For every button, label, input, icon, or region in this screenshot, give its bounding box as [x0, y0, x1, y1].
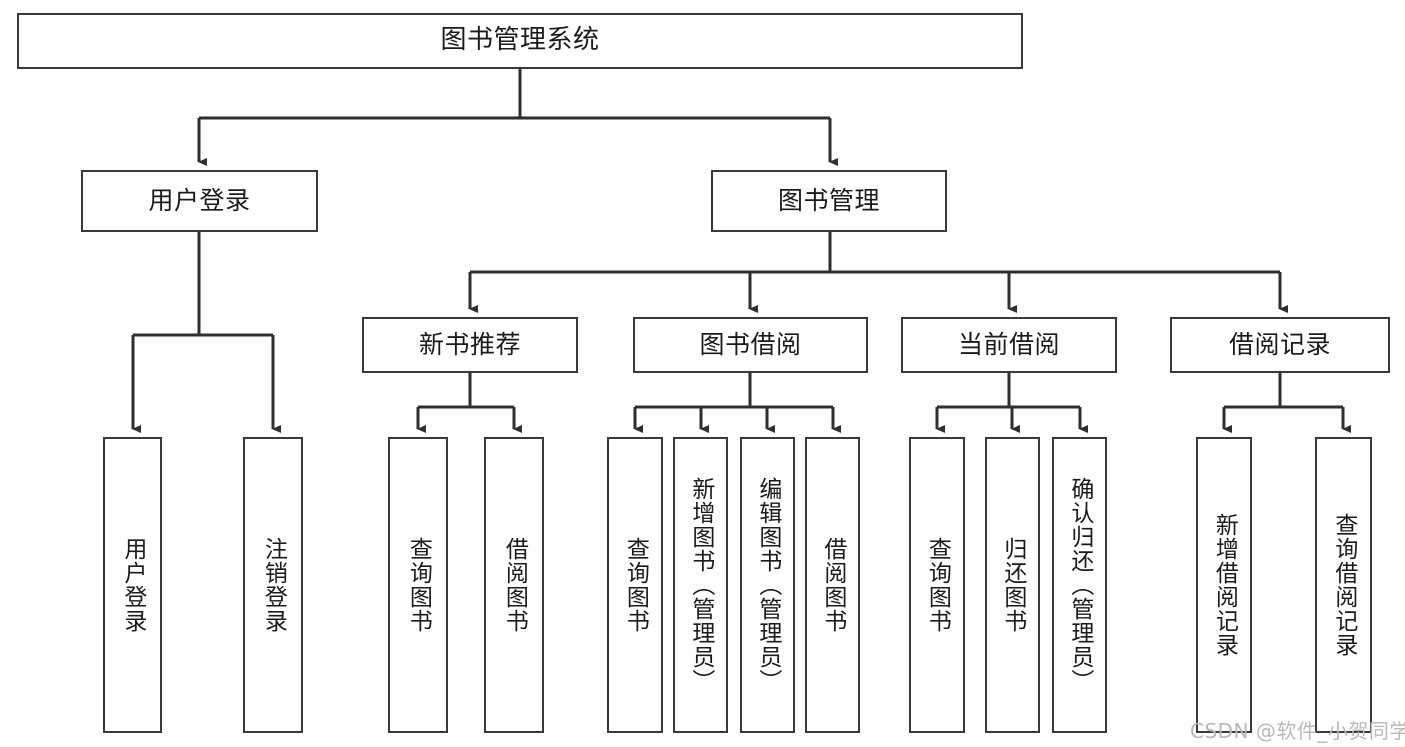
leaf-label: 借阅图书 — [501, 537, 528, 633]
leaf-label: 查询图书 — [924, 537, 951, 633]
node-leaf-query-book-rec[interactable]: 查询图书 — [388, 437, 448, 733]
node-root[interactable]: 图书管理系统 — [17, 13, 1023, 69]
node-leaf-logout[interactable]: 注销登录 — [243, 437, 303, 733]
node-leaf-return-book[interactable]: 归还图书 — [985, 437, 1040, 733]
node-leaf-borrow-book-rec[interactable]: 借阅图书 — [484, 437, 544, 733]
node-leaf-query-book-cur[interactable]: 查询图书 — [909, 437, 965, 733]
node-leaf-confirm-return[interactable]: 确认归还（管理员） — [1052, 437, 1107, 733]
node-leaf-edit-book[interactable]: 编辑图书（管理员） — [740, 437, 795, 733]
node-book-manage[interactable]: 图书管理 — [711, 170, 947, 232]
leaf-label: 新增图书（管理员） — [687, 477, 714, 693]
node-leaf-query-record[interactable]: 查询借阅记录 — [1315, 437, 1372, 733]
node-leaf-add-book[interactable]: 新增图书（管理员） — [673, 437, 728, 733]
leaf-label: 注销登录 — [260, 537, 287, 633]
node-leaf-query-book-borrow[interactable]: 查询图书 — [607, 437, 663, 733]
node-current-borrow[interactable]: 当前借阅 — [901, 317, 1117, 373]
leaf-label: 编辑图书（管理员） — [754, 477, 781, 693]
node-leaf-borrow-book[interactable]: 借阅图书 — [805, 437, 860, 733]
leaf-label: 查询图书 — [622, 537, 649, 633]
leaf-label: 查询借阅记录 — [1330, 513, 1357, 657]
leaf-label: 确认归还（管理员） — [1066, 477, 1093, 693]
leaf-label: 归还图书 — [999, 537, 1026, 633]
node-new-book-recommend[interactable]: 新书推荐 — [362, 317, 578, 373]
leaf-label: 查询图书 — [405, 537, 432, 633]
node-leaf-user-login[interactable]: 用户登录 — [103, 437, 162, 733]
node-borrow-record[interactable]: 借阅记录 — [1170, 317, 1390, 373]
leaf-label: 借阅图书 — [819, 537, 846, 633]
node-user-login[interactable]: 用户登录 — [81, 170, 318, 232]
leaf-label: 用户登录 — [119, 537, 146, 633]
node-leaf-add-record[interactable]: 新增借阅记录 — [1196, 437, 1252, 733]
node-book-borrow[interactable]: 图书借阅 — [633, 317, 868, 373]
csdn-watermark: CSDN @软件_小贺同学 — [1190, 719, 1405, 743]
leaf-label: 新增借阅记录 — [1211, 513, 1238, 657]
